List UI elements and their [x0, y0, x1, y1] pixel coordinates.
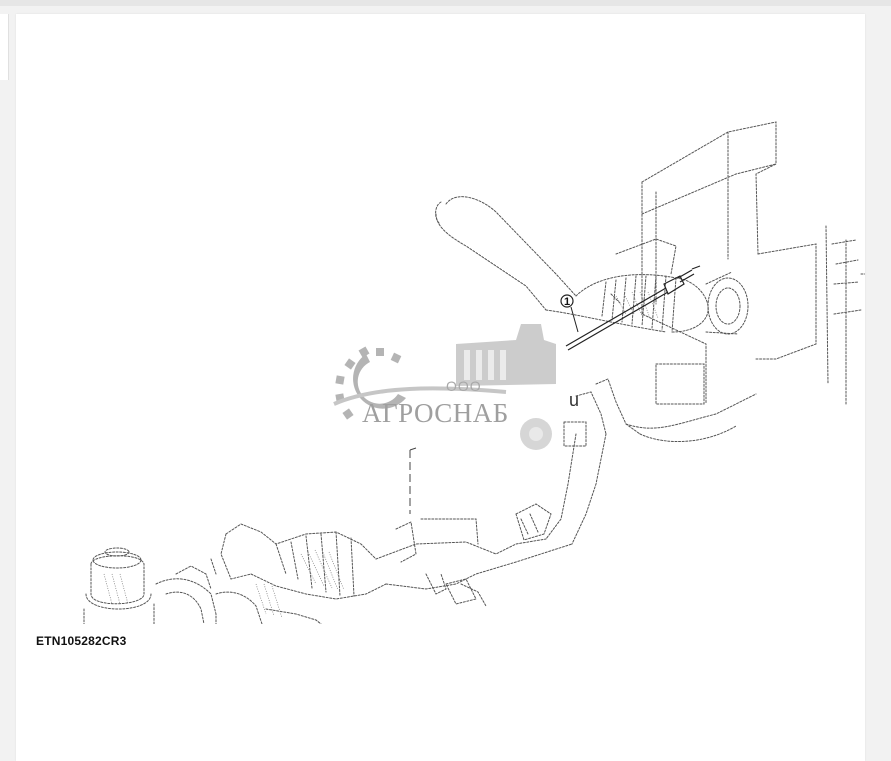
swoosh-icon	[333, 386, 507, 406]
left-panel-edge	[0, 14, 9, 80]
agrosnab-watermark: ООО АГРОСНАБ	[333, 324, 556, 450]
watermark-prefix: ООО	[446, 378, 482, 394]
figure-card: 1 u	[16, 14, 865, 761]
upper-hose	[445, 196, 577, 297]
callout-1-label: 1	[564, 296, 570, 308]
figure-caption: ETN105282CR3	[36, 634, 127, 648]
callout-1: 1	[560, 294, 579, 333]
top-bar	[0, 0, 891, 6]
part-letter: u	[569, 390, 579, 410]
watermark-name: АГРОСНАБ	[362, 398, 509, 428]
temperature-sensor-probe	[565, 265, 701, 351]
lower-hose	[225, 523, 377, 560]
engine-block-outline	[641, 121, 777, 255]
filter-housing	[90, 555, 145, 605]
technical-illustration: 1 u	[83, 121, 865, 624]
harvester-icon	[456, 324, 556, 450]
reference-line	[409, 447, 417, 514]
coolant-pipe	[595, 378, 641, 435]
